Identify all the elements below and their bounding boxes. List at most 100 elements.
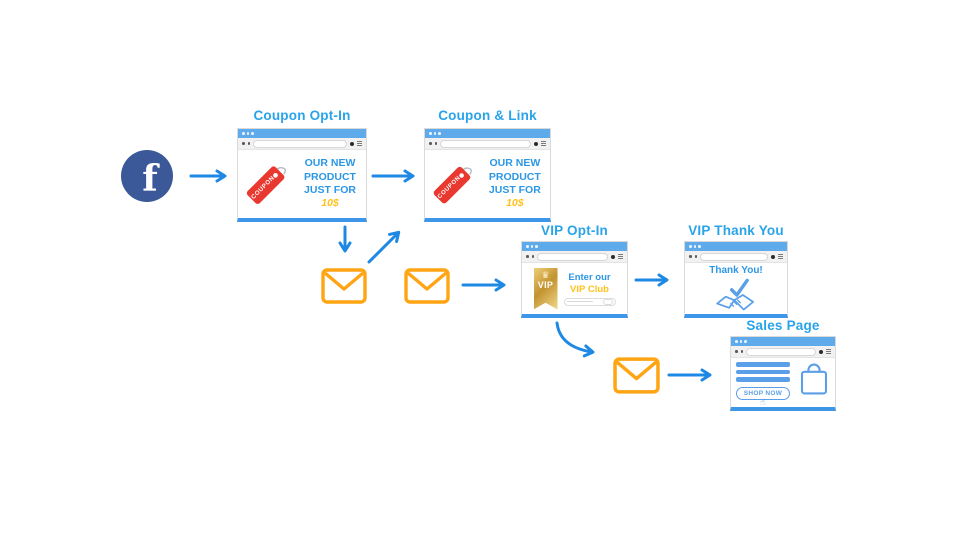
- vip-badge-icon: ♛ VIP: [533, 267, 558, 310]
- profile-dot-icon: [771, 254, 775, 259]
- profile-dot-icon: [819, 349, 823, 354]
- menu-icon: [618, 254, 623, 259]
- window-dot-icon: [739, 340, 742, 343]
- promo-text: OUR NEW PRODUCT JUST FOR 10$: [480, 157, 550, 210]
- menu-icon: [778, 254, 783, 259]
- coupon-tag-icon: COUPON: [246, 166, 287, 204]
- shopping-bag-icon: [801, 364, 828, 395]
- vip-thankyou-title: VIP Thank You: [688, 223, 784, 238]
- window-dot-icon: [689, 245, 692, 248]
- input-placeholder-line: [566, 300, 593, 303]
- window-dot-icon: [242, 132, 245, 135]
- text-line-bar: [736, 362, 790, 367]
- window-dot-icon: [433, 132, 436, 135]
- promo-line: OUR NEW: [489, 157, 541, 170]
- back-dot-icon: [689, 255, 692, 258]
- vip-optin-title: VIP Opt-In: [540, 223, 608, 238]
- promo-line: PRODUCT: [488, 170, 541, 183]
- text-line-bar: [736, 369, 790, 375]
- facebook-icon: f: [121, 150, 173, 202]
- window-toolbar: [425, 138, 550, 150]
- vip-optin-content: ♛ VIP Enter our VIP Club: [522, 263, 627, 314]
- promo-line: PRODUCT: [304, 170, 356, 183]
- window-titlebar: [522, 242, 627, 251]
- window-toolbar: [522, 251, 627, 263]
- sales-page-title: Sales Page: [746, 318, 820, 333]
- back-dot-icon: [735, 350, 738, 353]
- window-dot-icon: [251, 132, 254, 135]
- menu-icon: [826, 349, 831, 354]
- address-bar: [537, 252, 608, 261]
- window-titlebar: [238, 129, 366, 138]
- window-dot-icon: [438, 132, 441, 135]
- window-toolbar: [731, 346, 835, 358]
- vip-prompt-line2: VIP Club: [570, 283, 609, 295]
- facebook-letter: f: [142, 158, 158, 200]
- window-dot-icon: [744, 340, 747, 343]
- promo-line: JUST FOR: [488, 184, 541, 196]
- email-icon: [404, 268, 450, 304]
- address-bar: [700, 252, 768, 261]
- handshake-icon: [716, 278, 755, 310]
- vip-optin-window: ♛ VIP Enter our VIP Club: [521, 241, 628, 318]
- hand-cursor-icon: ☝: [760, 396, 766, 407]
- vip-thankyou-content: Thank You!: [685, 263, 787, 314]
- window-toolbar: [685, 251, 787, 263]
- forward-dot-icon: [247, 142, 250, 145]
- back-dot-icon: [429, 142, 432, 145]
- forward-dot-icon: [531, 255, 534, 258]
- promo-line: JUST FOR: [304, 184, 356, 196]
- vip-prompt-line1: Enter our: [568, 271, 611, 283]
- promo-line: OUR NEW: [304, 157, 356, 170]
- address-bar: [440, 139, 531, 148]
- window-titlebar: [731, 337, 835, 346]
- arrow-email-1-to-coupon-link: [367, 230, 401, 264]
- window-dot-icon: [526, 245, 529, 248]
- window-dot-icon: [698, 245, 701, 248]
- window-dot-icon: [429, 132, 432, 135]
- window-toolbar: [238, 138, 366, 150]
- window-titlebar: [425, 129, 550, 138]
- thank-you-text: Thank You!: [709, 264, 763, 276]
- input-submit-pill: [602, 298, 613, 305]
- profile-dot-icon: [534, 141, 538, 146]
- menu-icon: [357, 141, 362, 146]
- vip-email-input[interactable]: [563, 297, 616, 306]
- coupon-tag-icon: COUPON: [433, 166, 472, 204]
- email-icon: [613, 357, 660, 394]
- sales-page-content: SHOP NOW ☝: [731, 358, 835, 407]
- menu-icon: [541, 141, 546, 146]
- text-line-bar: [736, 377, 790, 382]
- window-dot-icon: [693, 245, 696, 248]
- coupon-link-title: Coupon & Link: [438, 108, 537, 123]
- coupon-link-content: COUPON OUR NEW PRODUCT JUST FOR 10$: [425, 150, 550, 218]
- address-bar: [253, 139, 347, 148]
- coupon-optin-window: COUPON OUR NEW PRODUCT JUST FOR 10$: [237, 128, 367, 222]
- forward-dot-icon: [740, 350, 743, 353]
- window-dot-icon: [530, 245, 533, 248]
- address-bar: [746, 347, 816, 356]
- crown-icon: ♛: [541, 269, 550, 280]
- forward-dot-icon: [694, 255, 697, 258]
- coupon-optin-content: COUPON OUR NEW PRODUCT JUST FOR 10$: [238, 150, 366, 218]
- promo-price: 10$: [321, 197, 339, 210]
- email-icon: [321, 268, 367, 304]
- arrow-vip-optin-to-email-3: [555, 321, 595, 358]
- profile-dot-icon: [611, 254, 615, 259]
- promo-text: OUR NEW PRODUCT JUST FOR 10$: [294, 157, 366, 210]
- profile-dot-icon: [350, 141, 354, 146]
- window-dot-icon: [735, 340, 738, 343]
- back-dot-icon: [526, 255, 529, 258]
- back-dot-icon: [242, 142, 245, 145]
- window-dot-icon: [246, 132, 249, 135]
- sales-page-window: SHOP NOW ☝: [730, 336, 836, 411]
- shop-now-button[interactable]: SHOP NOW: [735, 386, 791, 400]
- window-titlebar: [685, 242, 787, 251]
- promo-price: 10$: [506, 197, 524, 210]
- vip-thankyou-window: Thank You!: [684, 241, 788, 318]
- window-dot-icon: [535, 245, 538, 248]
- vip-badge-label: VIP: [537, 279, 554, 290]
- forward-dot-icon: [434, 142, 437, 145]
